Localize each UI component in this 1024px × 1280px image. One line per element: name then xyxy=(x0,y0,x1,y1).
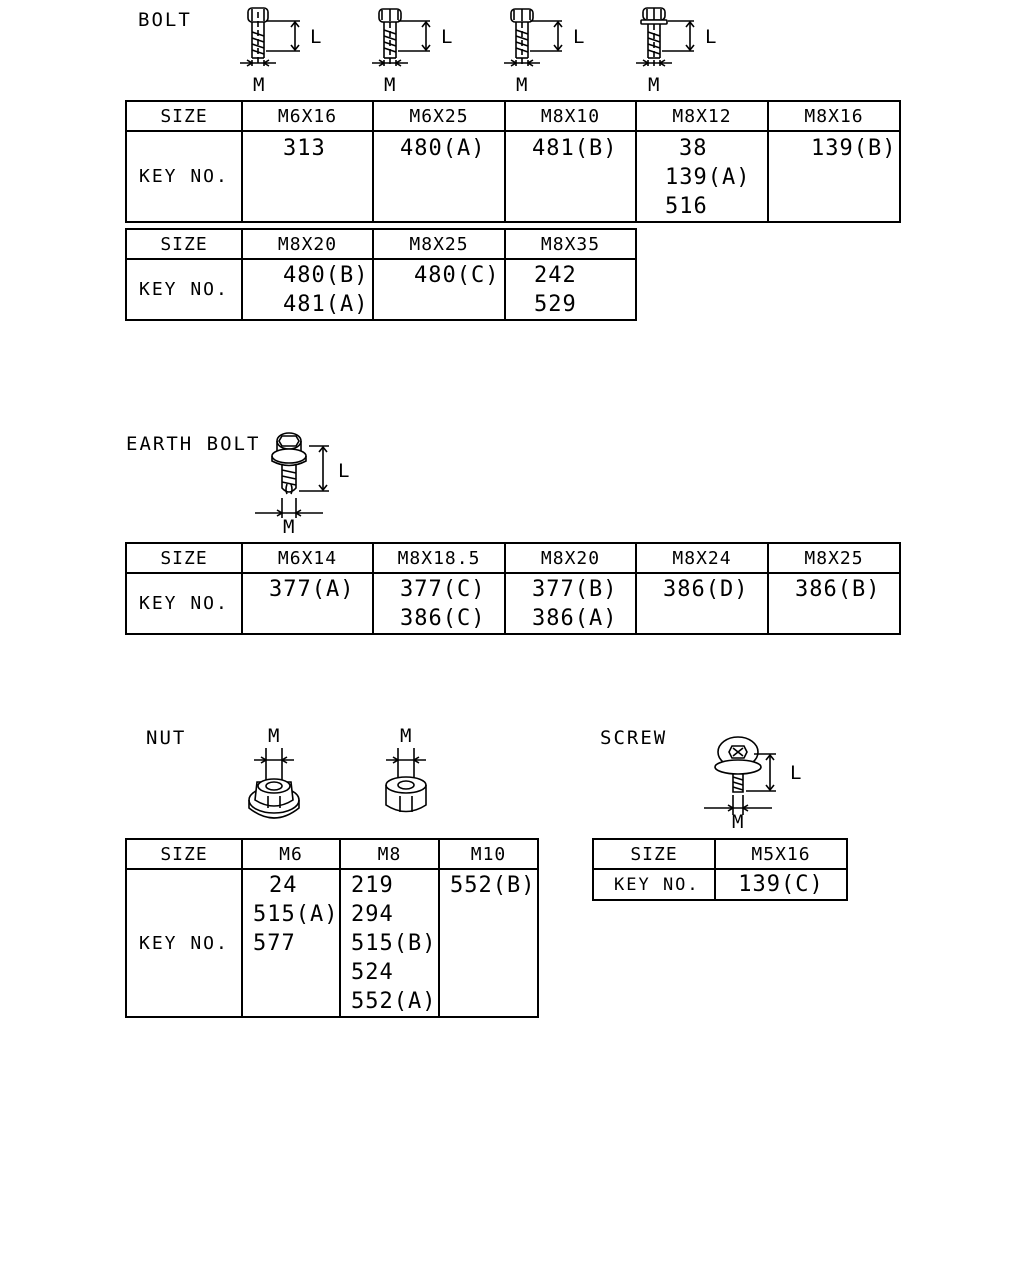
key-number: 377(B) xyxy=(532,577,618,602)
size-header: SIZE xyxy=(125,100,243,132)
key-cell: 386(B) xyxy=(767,572,901,635)
key-cell: 480(A) xyxy=(372,130,506,223)
nut-table: SIZE M6 M8 M10 KEY NO. 24 515(A) 577 219… xyxy=(125,838,539,1018)
key-no-header: KEY NO. xyxy=(125,130,243,223)
bolt-table-2: SIZE M8X20 M8X25 M8X35 KEY NO. 480(B) 48… xyxy=(125,228,637,321)
size-header: SIZE xyxy=(125,838,243,870)
screw-table: SIZE M5X16 KEY NO. 139(C) xyxy=(592,838,848,901)
key-cell: 313 xyxy=(241,130,374,223)
key-number: 480(B) xyxy=(283,263,369,288)
bolt-2-diameter-label: M xyxy=(384,74,396,96)
key-number: 552(B) xyxy=(450,873,536,898)
key-number: 577 xyxy=(253,931,296,956)
key-cell: 480(C) xyxy=(372,258,506,321)
size-cell: M8 xyxy=(339,838,440,870)
size-header: SIZE xyxy=(592,838,716,870)
key-number: 515(B) xyxy=(351,931,437,956)
key-cell: 24 515(A) 577 xyxy=(241,868,341,1018)
key-cell: 377(B) 386(A) xyxy=(504,572,637,635)
key-cell: 219 294 515(B) 524 552(A) xyxy=(339,868,440,1018)
key-number: 294 xyxy=(351,902,394,927)
bolt-title: BOLT xyxy=(138,9,192,31)
earth-bolt-title: EARTH BOLT xyxy=(126,433,261,455)
size-cell: M6X16 xyxy=(241,100,374,132)
earth-bolt-diameter-label: M xyxy=(283,516,295,538)
key-number: 386(B) xyxy=(795,577,881,602)
key-number: 480(C) xyxy=(414,263,500,288)
key-number: 481(B) xyxy=(532,136,618,161)
key-cell: 377(A) xyxy=(241,572,374,635)
size-cell: M10 xyxy=(438,838,539,870)
size-cell: M8X25 xyxy=(767,542,901,574)
size-cell: M8X12 xyxy=(635,100,769,132)
key-number: 481(A) xyxy=(283,292,369,317)
size-cell: M6 xyxy=(241,838,341,870)
size-cell: M8X25 xyxy=(372,228,506,260)
key-number: 377(C) xyxy=(400,577,486,602)
key-number: 515(A) xyxy=(253,902,339,927)
key-cell: 386(D) xyxy=(635,572,769,635)
key-cell: 139(B) xyxy=(767,130,901,223)
key-no-header: KEY NO. xyxy=(125,868,243,1018)
nut-1-diameter-label: M xyxy=(268,725,280,747)
key-cell: 139(C) xyxy=(714,868,848,901)
bolt-4-diameter-label: M xyxy=(648,74,660,96)
key-number: 386(A) xyxy=(532,606,618,631)
bolt-3-length-label: L xyxy=(573,26,585,48)
bolt-3-diameter-label: M xyxy=(516,74,528,96)
earth-bolt-table: SIZE M6X14 M8X18.5 M8X20 M8X24 M8X25 KEY… xyxy=(125,542,901,635)
key-number: 313 xyxy=(283,136,326,161)
screw-length-label: L xyxy=(790,762,802,784)
earth-bolt-length-label: L xyxy=(338,460,350,482)
size-header: SIZE xyxy=(125,228,243,260)
key-number: 219 xyxy=(351,873,394,898)
size-cell: M8X18.5 xyxy=(372,542,506,574)
key-number: 524 xyxy=(351,960,394,985)
key-cell: 481(B) xyxy=(504,130,637,223)
key-number: 38 xyxy=(679,136,708,161)
size-header: SIZE xyxy=(125,542,243,574)
key-cell: 377(C) 386(C) xyxy=(372,572,506,635)
size-cell: M5X16 xyxy=(714,838,848,870)
size-cell: M8X24 xyxy=(635,542,769,574)
key-no-header: KEY NO. xyxy=(592,868,716,901)
size-cell: M8X20 xyxy=(241,228,374,260)
key-no-header: KEY NO. xyxy=(125,572,243,635)
nut-2-diameter-label: M xyxy=(400,725,412,747)
key-number: 529 xyxy=(534,292,577,317)
size-cell: M6X25 xyxy=(372,100,506,132)
bolt-2-length-label: L xyxy=(441,26,453,48)
key-cell: 242 529 xyxy=(504,258,637,321)
bolt-1-diameter-label: M xyxy=(253,74,265,96)
key-number: 386(C) xyxy=(400,606,486,631)
key-cell: 480(B) 481(A) xyxy=(241,258,374,321)
size-cell: M8X20 xyxy=(504,542,637,574)
size-cell: M6X14 xyxy=(241,542,374,574)
key-number: 242 xyxy=(534,263,577,288)
size-cell: M8X10 xyxy=(504,100,637,132)
key-number: 516 xyxy=(665,194,708,219)
key-number: 139(A) xyxy=(665,165,751,190)
bolt-1-length-label: L xyxy=(310,26,322,48)
key-number: 377(A) xyxy=(269,577,355,602)
key-number: 386(D) xyxy=(663,577,749,602)
size-cell: M8X16 xyxy=(767,100,901,132)
key-number: 139(B) xyxy=(811,136,897,161)
bolt-4-length-label: L xyxy=(705,26,717,48)
key-number: 139(C) xyxy=(738,872,824,897)
size-cell: M8X35 xyxy=(504,228,637,260)
bolt-table-1: SIZE M6X16 M6X25 M8X10 M8X12 M8X16 KEY N… xyxy=(125,100,901,223)
nut-title: NUT xyxy=(146,727,187,749)
key-no-header: KEY NO. xyxy=(125,258,243,321)
key-cell: 38 139(A) 516 xyxy=(635,130,769,223)
screw-title: SCREW xyxy=(600,727,668,749)
key-number: 24 xyxy=(269,873,298,898)
key-number: 552(A) xyxy=(351,989,437,1014)
key-cell: 552(B) xyxy=(438,868,539,1018)
screw-diameter-label: M xyxy=(732,811,744,833)
key-number: 480(A) xyxy=(400,136,486,161)
